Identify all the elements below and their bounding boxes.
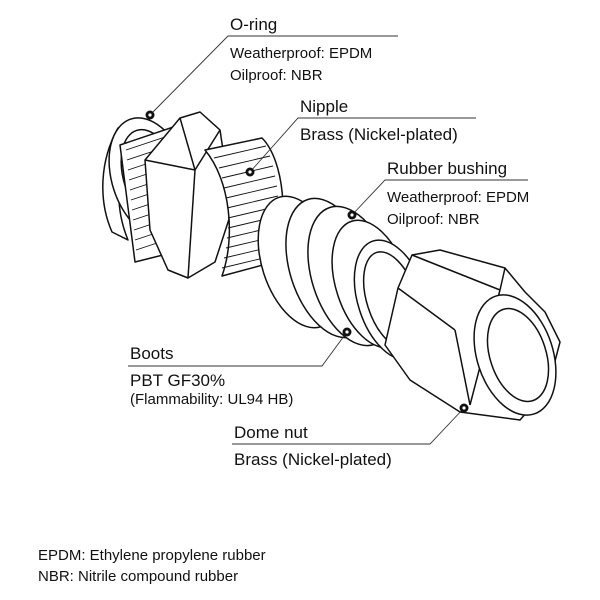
leader-oring (149, 35, 398, 116)
bushing-line1: Weatherproof: EPDM (387, 189, 530, 206)
dome-nut-part (384, 249, 561, 421)
oring-line2: Oilproof: NBR (230, 67, 323, 84)
leader-boots (128, 331, 348, 367)
bushing-line2: Oilproof: NBR (387, 211, 480, 228)
bushing-title: Rubber bushing (387, 159, 508, 178)
boots-title: Boots (130, 344, 174, 363)
leader-bushing (351, 179, 528, 216)
leader-lines (128, 35, 528, 445)
legend-nbr: NBR: Nitrile compound rubber (38, 568, 239, 585)
nipple-line1: Brass (Nickel-plated) (300, 125, 458, 144)
boots-line2: (Flammability: UL94 HB) (130, 391, 294, 408)
boots-line1: PBT GF30% (130, 371, 226, 390)
legend-epdm: EPDM: Ethylene propylene rubber (38, 547, 266, 564)
domenut-line1: Brass (Nickel-plated) (234, 450, 392, 469)
oring-title: O-ring (230, 15, 278, 34)
domenut-title: Dome nut (234, 423, 308, 442)
oring-line1: Weatherproof: EPDM (230, 45, 373, 62)
leader-nipple (249, 117, 476, 173)
nipple-title: Nipple (300, 97, 349, 116)
leader-domenut (232, 407, 465, 445)
